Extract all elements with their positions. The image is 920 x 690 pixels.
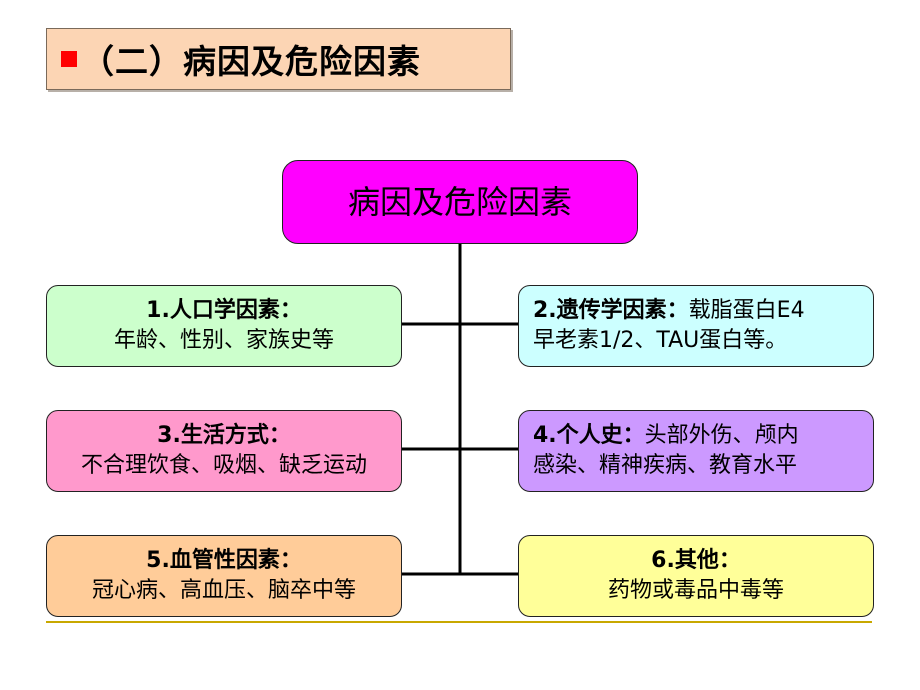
root-node: 病因及危险因素 — [282, 160, 638, 244]
factor-5-line2: 冠心病、高血压、脑卒中等 — [91, 578, 356, 603]
factor-1-heading: 1.人口学因素： — [146, 298, 302, 323]
factor-node-2: 2.遗传学因素：载脂蛋白E4 早老素1/2、TAU蛋白等。 — [518, 285, 874, 367]
factor-node-3: 3.生活方式： 不合理饮食、吸烟、缺乏运动 — [46, 410, 402, 492]
factor-node-6: 6.其他： 药物或毒品中毒等 — [518, 535, 874, 617]
factor-2-line2: 早老素1/2、TAU蛋白等。 — [533, 328, 788, 353]
factor-6-heading-line: 6.其他： — [651, 546, 741, 576]
slide-title: （二）病因及危险因素 — [81, 42, 421, 81]
factor-1-heading-line: 1.人口学因素： — [146, 296, 302, 326]
factor-4-line2: 感染、精神疾病、教育水平 — [533, 453, 798, 478]
factor-4-heading-line: 4.个人史：头部外伤、颅内 — [519, 421, 873, 451]
factor-3-heading: 3.生活方式： — [157, 423, 291, 448]
factor-6-heading: 6.其他： — [651, 548, 741, 573]
root-label: 病因及危险因素 — [347, 183, 572, 221]
factor-node-4: 4.个人史：头部外伤、颅内 感染、精神疾病、教育水平 — [518, 410, 874, 492]
bottom-divider — [46, 621, 872, 623]
factor-node-5: 5.血管性因素： 冠心病、高血压、脑卒中等 — [46, 535, 402, 617]
factor-3-line2: 不合理饮食、吸烟、缺乏运动 — [80, 453, 367, 478]
slide-title-box: （二）病因及危险因素 — [46, 28, 511, 90]
factor-3-heading-line: 3.生活方式： — [157, 421, 291, 451]
factor-node-1: 1.人口学因素： 年龄、性别、家族史等 — [46, 285, 402, 367]
red-square-bullet-icon — [61, 51, 77, 67]
factor-2-heading: 2.遗传学因素： — [533, 298, 689, 323]
factor-4-line1: 头部外伤、颅内 — [644, 423, 799, 448]
factor-2-heading-line: 2.遗传学因素：载脂蛋白E4 — [519, 296, 873, 326]
factor-1-line2: 年龄、性别、家族史等 — [113, 328, 334, 353]
factor-5-heading: 5.血管性因素： — [146, 548, 302, 573]
factor-5-heading-line: 5.血管性因素： — [146, 546, 302, 576]
factor-2-line1: 载脂蛋白E4 — [688, 298, 805, 323]
factor-6-line2: 药物或毒品中毒等 — [607, 578, 784, 603]
factor-4-heading: 4.个人史： — [533, 423, 645, 448]
